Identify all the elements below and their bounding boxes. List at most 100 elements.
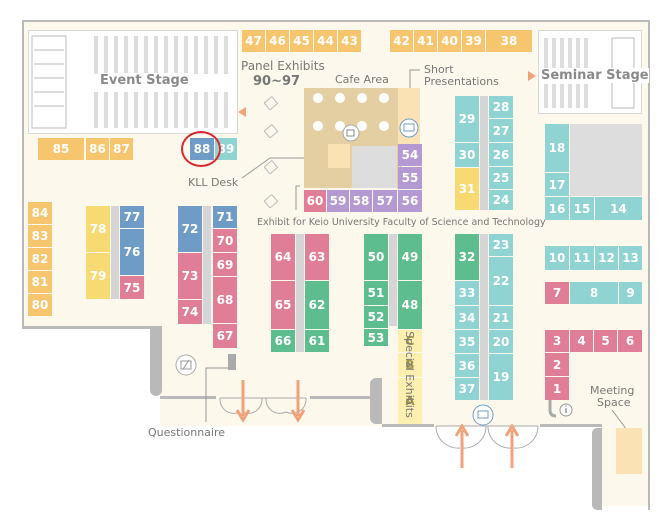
booth-82[interactable]: 82 — [28, 248, 52, 270]
booth-20[interactable]: 20 — [489, 330, 513, 353]
booth-24[interactable]: 24 — [489, 190, 513, 210]
booth-71[interactable]: 71 — [213, 206, 237, 228]
booth-16[interactable]: 16 — [545, 197, 569, 220]
booth-11[interactable]: 11 — [570, 246, 594, 270]
booth-26[interactable]: 26 — [489, 143, 513, 166]
booth-56[interactable]: 56 — [398, 190, 422, 212]
booth-59[interactable]: 59 — [327, 190, 349, 212]
booth-12[interactable]: 12 — [595, 246, 618, 270]
booth-34[interactable]: 34 — [455, 306, 479, 329]
booth-65[interactable]: 65 — [271, 281, 295, 329]
booth-58[interactable]: 58 — [350, 190, 372, 212]
booth-76[interactable]: 76 — [120, 229, 144, 275]
booth-19[interactable]: 19 — [489, 354, 513, 400]
booth-36[interactable]: 36 — [455, 354, 479, 377]
booth-31[interactable]: 31 — [455, 168, 479, 210]
booth-81[interactable]: 81 — [28, 271, 52, 293]
cafe-counter — [328, 144, 350, 168]
booth-29[interactable]: 29 — [455, 96, 479, 142]
booth-63[interactable]: 63 — [305, 234, 329, 280]
booth-27[interactable]: 27 — [489, 119, 513, 142]
booth-52[interactable]: 52 — [364, 306, 388, 328]
booth-32[interactable]: 32 — [455, 234, 479, 280]
booth-6[interactable]: 6 — [618, 330, 642, 352]
booth-62[interactable]: 62 — [305, 281, 329, 329]
booth-2[interactable]: 2 — [545, 353, 569, 376]
booth-44[interactable]: 44 — [314, 30, 337, 52]
divider — [296, 234, 304, 352]
booth-b[interactable]: B — [398, 353, 422, 377]
booth-42[interactable]: 42 — [390, 30, 413, 52]
booth-75[interactable]: 75 — [120, 276, 144, 299]
entrance-arrow-icon — [505, 424, 519, 468]
hall-floor-corner — [600, 328, 648, 506]
booth-85[interactable]: 85 — [38, 138, 84, 160]
booth-37[interactable]: 37 — [455, 378, 479, 400]
booth-66[interactable]: 66 — [271, 330, 295, 352]
direction-arrow-icon — [528, 71, 536, 81]
booth-25[interactable]: 25 — [489, 167, 513, 189]
booth-9[interactable]: 9 — [619, 282, 642, 304]
booth-8[interactable]: 8 — [570, 282, 618, 304]
booth-5[interactable]: 5 — [594, 330, 617, 352]
booth-22[interactable]: 22 — [489, 257, 513, 305]
booth-41[interactable]: 41 — [414, 30, 437, 52]
booth-84[interactable]: 84 — [28, 202, 52, 224]
booth-30[interactable]: 30 — [455, 143, 479, 167]
booth-21[interactable]: 21 — [489, 306, 513, 329]
booth-73[interactable]: 73 — [178, 253, 202, 299]
booth-87[interactable]: 87 — [110, 138, 133, 160]
booth-47[interactable]: 47 — [242, 30, 265, 52]
meeting-space-label-2: Space — [597, 396, 631, 409]
booth-49[interactable]: 49 — [398, 234, 422, 280]
booth-13[interactable]: 13 — [619, 246, 642, 270]
booth-67[interactable]: 67 — [213, 324, 237, 348]
booth-64[interactable]: 64 — [271, 234, 295, 280]
booth-1[interactable]: 1 — [545, 377, 569, 400]
booth-4[interactable]: 4 — [570, 330, 593, 352]
booth-23[interactable]: 23 — [489, 234, 513, 256]
booth-28[interactable]: 28 — [489, 96, 513, 118]
booth-15[interactable]: 15 — [570, 197, 594, 220]
booth-45[interactable]: 45 — [290, 30, 313, 52]
booth-72[interactable]: 72 — [178, 206, 202, 252]
booth-57[interactable]: 57 — [373, 190, 397, 212]
booth-83[interactable]: 83 — [28, 225, 52, 247]
booth-14[interactable]: 14 — [595, 197, 642, 220]
booth-55[interactable]: 55 — [398, 167, 422, 189]
booth-3[interactable]: 3 — [545, 330, 569, 352]
booth-80[interactable]: 80 — [28, 294, 52, 316]
booth-17[interactable]: 17 — [545, 173, 569, 196]
booth-53[interactable]: 53 — [364, 329, 388, 346]
booth-70[interactable]: 70 — [213, 229, 237, 252]
booth-74[interactable]: 74 — [178, 300, 202, 324]
booth-39[interactable]: 39 — [462, 30, 485, 52]
booth-68[interactable]: 68 — [213, 277, 237, 323]
booth-35[interactable]: 35 — [455, 330, 479, 353]
booth-89[interactable]: 89 — [215, 138, 237, 160]
booth-50[interactable]: 50 — [364, 234, 388, 280]
booth-69[interactable]: 69 — [213, 253, 237, 276]
booth-10[interactable]: 10 — [545, 246, 569, 270]
booth-38[interactable]: 38 — [486, 30, 532, 52]
booth-61[interactable]: 61 — [305, 330, 329, 352]
booth-46[interactable]: 46 — [266, 30, 289, 52]
booth-7[interactable]: 7 — [545, 282, 569, 304]
wall-bottom-left — [22, 326, 162, 329]
booth-18[interactable]: 18 — [545, 124, 569, 172]
booth-43[interactable]: 43 — [338, 30, 361, 52]
booth-60[interactable]: 60 — [304, 190, 326, 212]
booth-c[interactable]: C — [398, 330, 422, 352]
booth-51[interactable]: 51 — [364, 281, 388, 305]
booth-79[interactable]: 79 — [86, 253, 110, 299]
booth-77[interactable]: 77 — [120, 206, 144, 228]
booth-a[interactable]: A — [398, 378, 422, 424]
booth-78[interactable]: 78 — [86, 206, 110, 252]
questionnaire-icon — [175, 354, 197, 376]
booth-86[interactable]: 86 — [86, 138, 109, 160]
booth-33[interactable]: 33 — [455, 281, 479, 305]
booth-54[interactable]: 54 — [398, 144, 422, 166]
panel-icon — [264, 124, 279, 138]
booth-48[interactable]: 48 — [398, 281, 422, 329]
booth-40[interactable]: 40 — [438, 30, 461, 52]
